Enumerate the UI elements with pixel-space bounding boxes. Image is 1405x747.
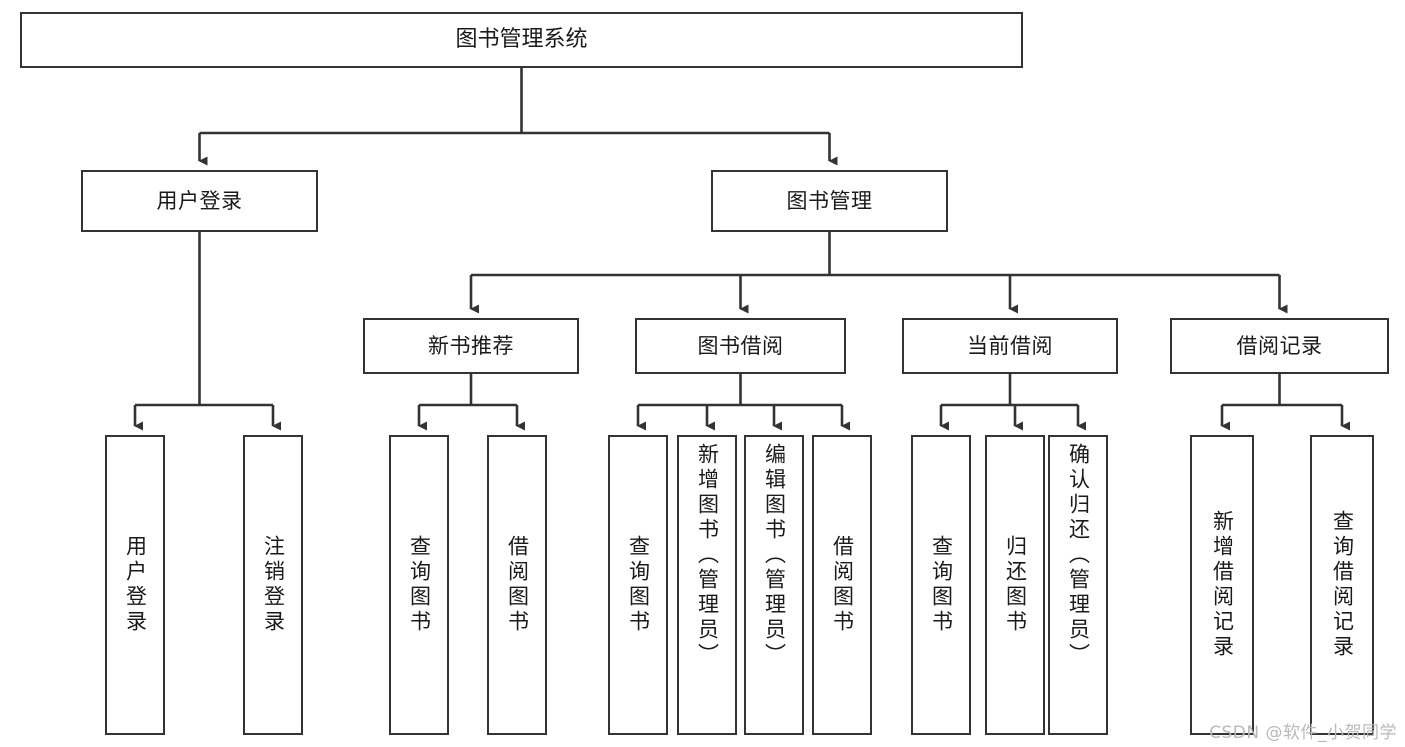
- node-label: 注销登录: [261, 535, 286, 635]
- node-leaf-add-book[interactable]: 新增图书（管理员）: [677, 435, 737, 735]
- node-text-wrap: 注销登录: [245, 437, 301, 733]
- node-new-book-rec[interactable]: 新书推荐: [363, 318, 579, 374]
- node-label: 新书推荐: [428, 333, 514, 358]
- node-text-wrap: 查询图书: [610, 437, 666, 733]
- node-leaf-add-record[interactable]: 新增借阅记录: [1190, 435, 1254, 735]
- node-user-login[interactable]: 用户登录: [81, 170, 318, 232]
- node-label: 借阅记录: [1236, 333, 1323, 358]
- node-label: 借阅图书: [830, 535, 855, 635]
- node-leaf-query-book-3[interactable]: 查询图书: [911, 435, 971, 735]
- node-leaf-return-book[interactable]: 归还图书: [985, 435, 1045, 735]
- node-label: 用户登录: [123, 535, 148, 635]
- node-text-wrap: 借阅图书: [814, 437, 870, 733]
- node-label: 查询图书: [407, 535, 432, 635]
- node-label: 编辑图书（管理员）: [762, 443, 787, 668]
- node-leaf-borrow-book-1[interactable]: 借阅图书: [487, 435, 547, 735]
- node-label: 图书借阅: [697, 333, 784, 358]
- node-text-wrap: 新增借阅记录: [1192, 437, 1252, 733]
- node-leaf-edit-book[interactable]: 编辑图书（管理员）: [744, 435, 804, 735]
- node-label: 查询图书: [626, 535, 651, 635]
- node-label: 用户登录: [156, 188, 243, 213]
- node-text-wrap: 编辑图书（管理员）: [746, 437, 802, 733]
- node-leaf-borrow-book-2[interactable]: 借阅图书: [812, 435, 872, 735]
- node-current-borrow[interactable]: 当前借阅: [902, 318, 1118, 374]
- node-label: 当前借阅: [967, 333, 1053, 358]
- node-text-wrap: 查询图书: [913, 437, 969, 733]
- node-label: 图书管理系统: [455, 27, 588, 53]
- node-leaf-user-login[interactable]: 用户登录: [105, 435, 165, 735]
- node-label: 归还图书: [1003, 535, 1028, 635]
- node-label: 确认归还（管理员）: [1066, 443, 1091, 668]
- node-root-system[interactable]: 图书管理系统: [20, 12, 1023, 68]
- node-label: 新增借阅记录: [1210, 510, 1235, 660]
- node-label: 新增图书（管理员）: [695, 443, 720, 668]
- node-leaf-logout[interactable]: 注销登录: [243, 435, 303, 735]
- node-borrow-record[interactable]: 借阅记录: [1170, 318, 1389, 374]
- node-book-manage[interactable]: 图书管理: [711, 170, 948, 232]
- node-text-wrap: 新增图书（管理员）: [679, 437, 735, 733]
- node-leaf-confirm-return[interactable]: 确认归还（管理员）: [1048, 435, 1108, 735]
- node-leaf-query-record[interactable]: 查询借阅记录: [1310, 435, 1374, 735]
- node-text-wrap: 确认归还（管理员）: [1050, 437, 1106, 733]
- node-text-wrap: 查询图书: [391, 437, 447, 733]
- node-text-wrap: 用户登录: [107, 437, 163, 733]
- node-book-borrow[interactable]: 图书借阅: [635, 318, 846, 374]
- node-label: 借阅图书: [505, 535, 530, 635]
- node-label: 查询图书: [929, 535, 954, 635]
- node-leaf-query-book-2[interactable]: 查询图书: [608, 435, 668, 735]
- node-leaf-query-book-1[interactable]: 查询图书: [389, 435, 449, 735]
- csdn-watermark: CSDN @软件_小贺同学: [1209, 723, 1397, 743]
- node-text-wrap: 归还图书: [987, 437, 1043, 733]
- node-label: 图书管理: [786, 188, 873, 213]
- node-text-wrap: 借阅图书: [489, 437, 545, 733]
- node-text-wrap: 查询借阅记录: [1312, 437, 1372, 733]
- node-label: 查询借阅记录: [1330, 510, 1355, 660]
